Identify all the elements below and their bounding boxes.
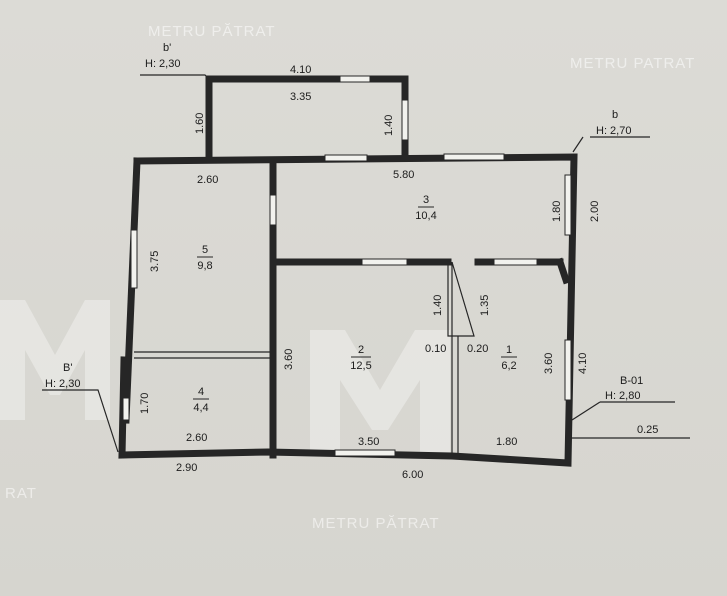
dim-bottom-mid: 3.50 <box>358 436 379 448</box>
room-3-area: 10,4 <box>415 210 436 222</box>
window-right-upper <box>564 174 572 236</box>
annex-window-top <box>339 75 371 83</box>
dim-vert-140-mid: 1.40 <box>432 295 444 316</box>
dim-vert-200: 2.00 <box>589 201 601 222</box>
left-outer-wall <box>122 157 141 424</box>
window-top-mid <box>324 154 368 162</box>
dim-top-outer: 4.10 <box>290 64 311 76</box>
window-bottom <box>334 449 396 457</box>
room-5-area: 9,8 <box>197 260 212 272</box>
stair-triangle <box>447 261 475 337</box>
interior-wall-room1-corner <box>555 257 571 285</box>
watermark-top: METRU PĂTRAT <box>148 23 276 40</box>
label-025: 0.25 <box>637 424 658 436</box>
dim-bottom-left-outer: 2.90 <box>176 462 197 474</box>
dim-upper-right-width: 5.80 <box>393 169 414 181</box>
label-B-prime-letter: B' <box>63 362 72 374</box>
room-1-number: 1 <box>506 344 512 356</box>
label-B-prime-height: H: 2,30 <box>45 378 80 390</box>
window-room1-top <box>493 258 541 266</box>
leader-b-arrow <box>572 136 584 153</box>
watermark-left: RAT <box>5 485 37 502</box>
dim-vert-170: 1.70 <box>139 393 151 414</box>
outer-wall <box>118 153 578 467</box>
room-2-area: 12,5 <box>350 360 371 372</box>
label-b-letter: b <box>612 109 618 121</box>
dim-vert-180: 1.80 <box>551 201 563 222</box>
window-room2-top <box>361 258 411 266</box>
dim-vert-360-right: 3.60 <box>543 353 555 374</box>
watermark-bottom: METRU PĂTRAT <box>312 515 440 532</box>
room-5-label: 5 9,8 <box>197 244 213 272</box>
dim-gap-020: 0.20 <box>467 343 488 355</box>
label-B01-letter: B-01 <box>620 375 643 387</box>
room-2-number: 2 <box>358 344 364 356</box>
room-4-area: 4,4 <box>193 402 208 414</box>
label-b-prime-letter: b' <box>163 42 171 54</box>
room-5-number: 5 <box>202 244 208 256</box>
dim-bottom-left-inner: 2.60 <box>186 432 207 444</box>
window-top-right <box>443 153 505 161</box>
dim-top-inner: 3.35 <box>290 91 311 103</box>
dim-bottom-right: 1.80 <box>496 436 517 448</box>
room-1-area: 6,2 <box>501 360 516 372</box>
watermark-logo-m <box>0 300 450 455</box>
room-1-label: 1 6,2 <box>501 344 517 372</box>
label-B01-height: H: 2,80 <box>605 390 640 402</box>
label-b-height: H: 2,70 <box>596 125 631 137</box>
door-room5 <box>269 194 277 226</box>
label-b-prime-height: H: 2,30 <box>145 58 180 70</box>
room-4-number: 4 <box>198 386 204 398</box>
dim-vert-375: 3.75 <box>149 251 161 272</box>
annex-window-right <box>401 99 409 141</box>
window-left-lower <box>122 397 130 421</box>
leader-B-prime <box>42 389 119 453</box>
window-left <box>130 229 138 289</box>
leader-b-prime <box>140 74 213 83</box>
room-4-label: 4 4,4 <box>193 386 209 414</box>
room-3-label: 3 10,4 <box>415 194 436 222</box>
dim-vert-160: 1.60 <box>194 113 206 134</box>
dim-vert-410: 4.10 <box>577 353 589 374</box>
dim-upper-left-width: 2.60 <box>197 174 218 186</box>
watermark-right: METRU PATRAT <box>570 55 695 72</box>
dim-vert-360-left: 3.60 <box>283 349 295 370</box>
window-right-lower <box>564 339 572 401</box>
room-3-number: 3 <box>423 194 429 206</box>
dim-vert-140-top: 1.40 <box>383 115 395 136</box>
dim-gap-010: 0.10 <box>425 343 446 355</box>
leader-B01-arrow <box>571 401 601 421</box>
dim-bottom-total: 6.00 <box>402 469 423 481</box>
dim-vert-135: 1.35 <box>479 295 491 316</box>
room-2-label: 2 12,5 <box>350 344 371 372</box>
